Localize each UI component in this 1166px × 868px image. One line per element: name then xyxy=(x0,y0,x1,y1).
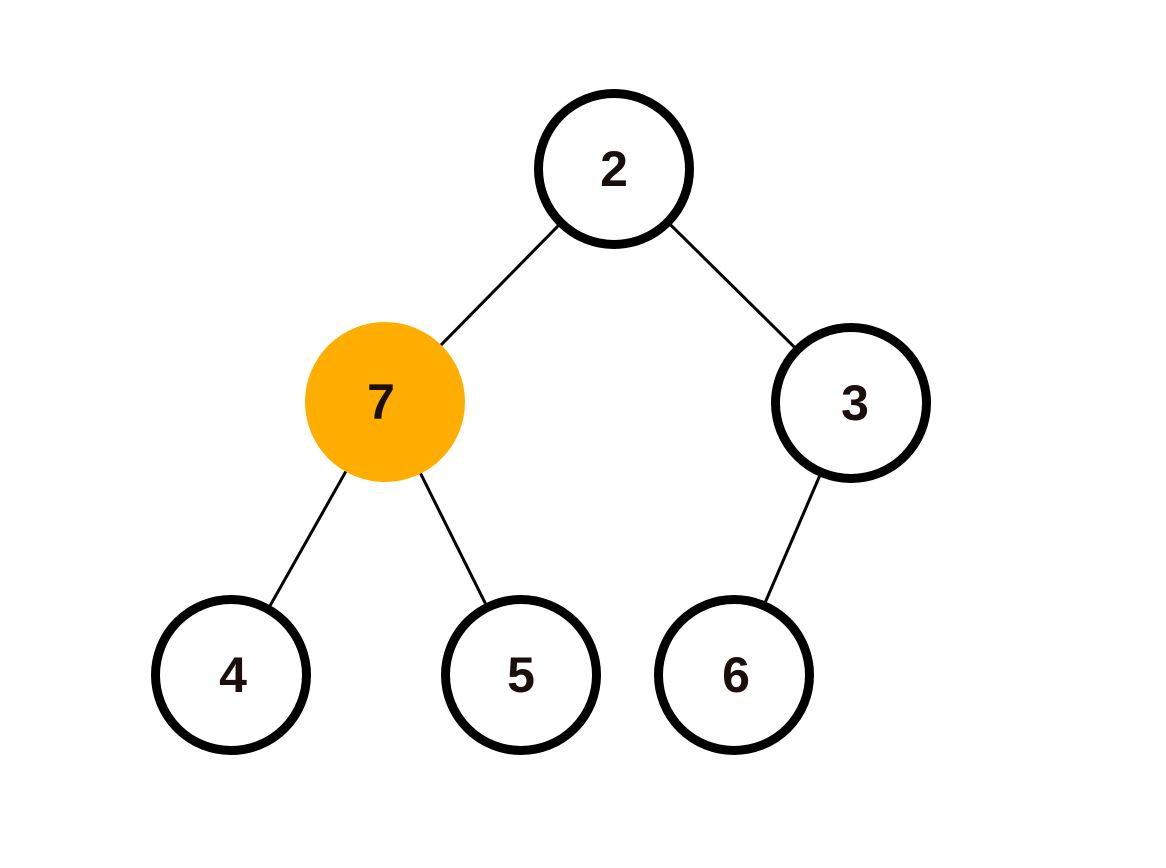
node-label: 7 xyxy=(367,374,395,430)
node-layer: 2 7 3 4 5 6 xyxy=(151,89,931,755)
tree-edge xyxy=(439,224,560,347)
node-label: 5 xyxy=(507,647,535,703)
node-label: 2 xyxy=(600,141,628,197)
tree-edge xyxy=(268,470,348,607)
tree-node[interactable]: 2 xyxy=(534,89,694,249)
node-label: 4 xyxy=(219,647,247,703)
tree-node[interactable]: 5 xyxy=(441,595,601,755)
node-label: 6 xyxy=(722,647,750,703)
node-circle[interactable] xyxy=(534,89,694,249)
node-label: 3 xyxy=(841,375,869,431)
tree-edge xyxy=(764,474,821,604)
node-circle[interactable] xyxy=(441,595,601,755)
tree-node[interactable]: 6 xyxy=(654,595,814,755)
node-circle[interactable] xyxy=(305,322,465,482)
tree-edge xyxy=(669,223,796,349)
node-circle[interactable] xyxy=(771,323,931,483)
node-circle[interactable] xyxy=(151,595,311,755)
tree-node[interactable]: 3 xyxy=(771,323,931,483)
tree-edge xyxy=(419,472,487,605)
node-circle[interactable] xyxy=(654,595,814,755)
tree-node-highlighted[interactable]: 7 xyxy=(305,322,465,482)
edge-layer xyxy=(268,223,821,607)
tree-node[interactable]: 4 xyxy=(151,595,311,755)
